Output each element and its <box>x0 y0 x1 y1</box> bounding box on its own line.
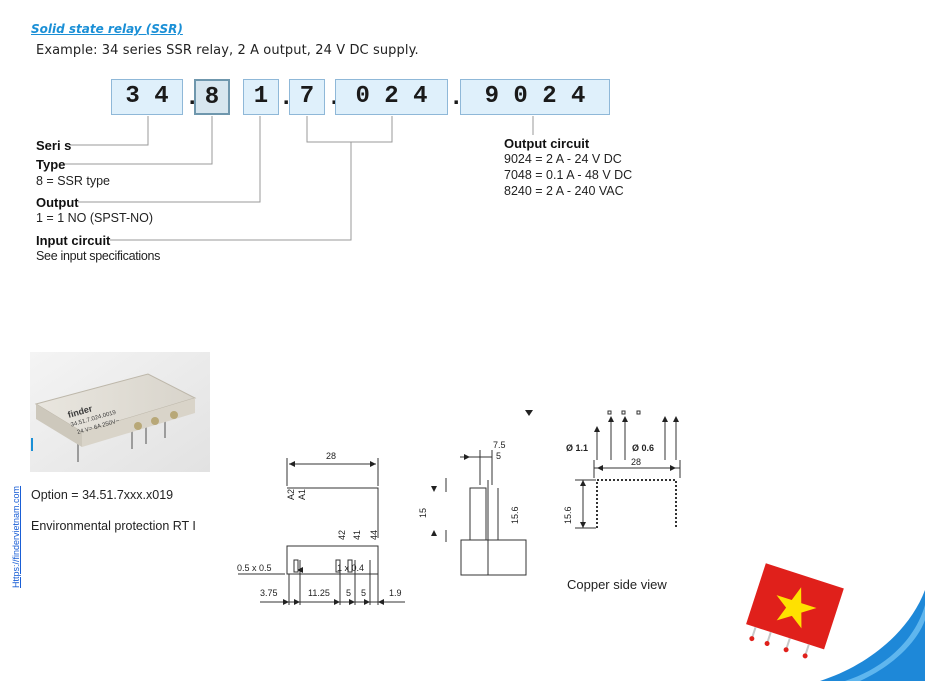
input-circuit-description: See input specifications <box>36 249 161 263</box>
code-type-box: 8 <box>194 79 230 115</box>
relay-product-image: finder 34.51.7.024.0019 24 V= 6A 250V~ <box>30 352 210 472</box>
copper-side-caption: Copper side view <box>567 577 667 592</box>
website-link[interactable]: Https://findervietnam.com <box>11 485 21 588</box>
output-circuit-label: Output circuit <box>504 136 590 151</box>
pin-44-label: 44 <box>369 530 379 540</box>
code-input-box: 7 <box>289 79 325 115</box>
accent-marker <box>31 438 33 451</box>
environmental-protection: Environmental protection RT I <box>31 519 196 533</box>
dim-5-second: 5 <box>361 588 366 598</box>
output-circuit-row: 7048 = 0.1 A - 48 V DC <box>504 168 633 182</box>
section-title[interactable]: Solid state relay (SSR) <box>31 22 183 36</box>
dim-hole-11: Ø 1.1 <box>566 443 588 453</box>
code-leader-lines <box>64 116 534 241</box>
dim-375: 3.75 <box>260 588 278 598</box>
output-circuit-row: 8240 = 2 A - 240 VAC <box>504 184 624 198</box>
output-description: 1 = 1 NO (SPST-NO) <box>36 211 154 225</box>
pin-a2-label: A2 <box>286 489 296 500</box>
dim-pin-size-2: 1 x 0.4 <box>337 563 364 573</box>
option-code: Option = 34.51.7xxx.x019 <box>31 488 174 502</box>
dim-19: 1.9 <box>389 588 402 598</box>
dim-5: 5 <box>346 588 351 598</box>
dim-5-side: 5 <box>496 451 501 461</box>
dim-height-15: 15 <box>418 508 428 518</box>
dim-height-156b: 15.6 <box>563 506 573 524</box>
code-separator: . <box>449 85 464 112</box>
vietnam-flag-logo <box>746 563 925 681</box>
output-circuit-row: 9024 = 2 A - 24 V DC <box>504 152 622 166</box>
dim-width-28b: 28 <box>631 457 641 467</box>
dim-1125: 11.25 <box>308 588 330 598</box>
series-label: Seri s <box>36 138 72 153</box>
dimension-drawing: 28 0.5 x 0.5 1 x 0.4 3.75 11.25 5 5 1.9 … <box>237 410 681 605</box>
type-label: Type <box>36 157 66 172</box>
dim-hole-06: Ø 0.6 <box>632 443 654 453</box>
code-output-box: 1 <box>243 79 279 115</box>
code-output-circuit-box: 9 0 2 4 <box>460 79 610 115</box>
type-description: 8 = SSR type <box>36 174 110 188</box>
dim-75: 7.5 <box>493 440 506 450</box>
code-voltage-box: 0 2 4 <box>335 79 448 115</box>
dim-height-156: 15.6 <box>510 506 520 524</box>
pin-42-label: 42 <box>337 530 347 540</box>
code-series-box: 3 4 <box>111 79 183 115</box>
input-circuit-label: Input circuit <box>36 233 111 248</box>
example-description: Example: 34 series SSR relay, 2 A output… <box>36 43 419 58</box>
dim-pin-size: 0.5 x 0.5 <box>237 563 272 573</box>
pin-41-label: 41 <box>352 530 362 540</box>
pin-a1-label: A1 <box>297 489 307 500</box>
dim-width-28: 28 <box>326 451 336 461</box>
output-label: Output <box>36 195 79 210</box>
